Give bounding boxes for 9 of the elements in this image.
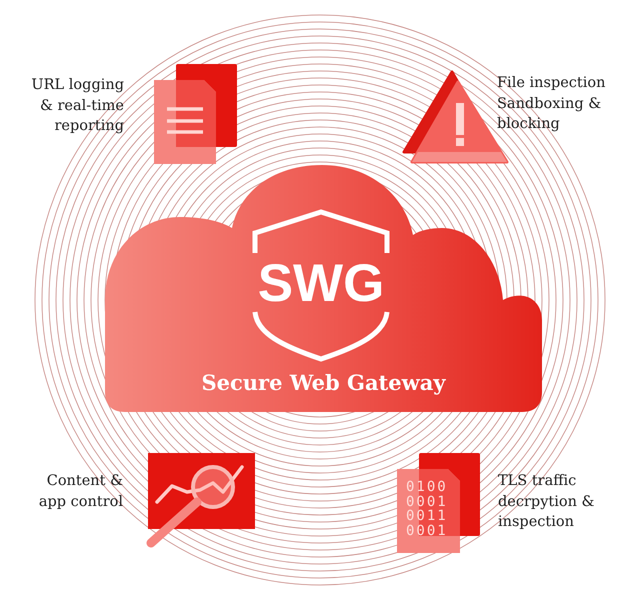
feature-label: TLS traffic decrpytion & inspection [498,472,596,532]
feature-label: URL logging & real-time reporting [30,76,124,136]
shield-label: SWG [258,257,384,310]
binary-digits: 0100 0001 0011 0001 [406,480,449,539]
gateway-title: Secure Web Gateway [201,370,446,396]
feature-label: Content & app control [38,472,123,512]
feature-label: File inspection Sandboxing & blocking [497,74,606,134]
cloud-shape [105,165,542,412]
shield-outline [252,208,390,363]
